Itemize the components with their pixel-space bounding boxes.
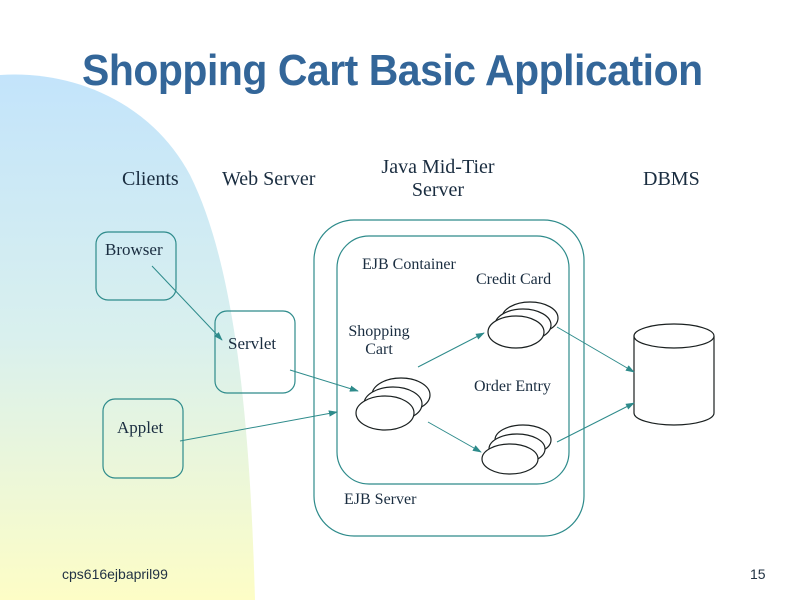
shopping-cart-bean-stack	[355, 377, 431, 431]
footer-text: cps616ejbapril99	[62, 566, 168, 582]
header-java-mid-tier-server: Java Mid-Tier Server	[381, 156, 495, 201]
header-dbms: DBMS	[643, 168, 700, 190]
slide-title: Shopping Cart Basic Application	[82, 46, 703, 95]
arrow-cart-to-credit-card	[417, 332, 485, 368]
header-web-server: Web Server	[222, 168, 316, 190]
header-clients: Clients	[122, 168, 179, 190]
order-entry-bean-stack	[481, 424, 552, 475]
dbms-cylinder-icon	[633, 323, 715, 426]
browser-box	[95, 231, 177, 301]
ejb-container-box	[336, 235, 570, 485]
ejb-server-box	[313, 219, 585, 537]
applet-label: Applet	[117, 418, 164, 437]
shopping-cart-label: Shopping Cart	[348, 323, 410, 359]
credit-card-label: Credit Card	[476, 271, 552, 288]
ejb-server-label: EJB Server	[344, 491, 417, 508]
credit-card-bean-stack	[487, 301, 559, 349]
arrow-credit-card-to-dbms	[556, 326, 635, 373]
background-swoosh	[0, 74, 255, 600]
arrow-order-entry-to-dbms	[556, 402, 635, 443]
page-number: 15	[750, 566, 766, 582]
arrow-servlet-to-shopping-cart	[289, 369, 359, 392]
servlet-box	[214, 310, 296, 394]
servlet-label: Servlet	[228, 334, 277, 353]
arrow-browser-to-servlet	[151, 265, 223, 341]
order-entry-label: Order Entry	[474, 378, 551, 395]
browser-label: Browser	[105, 240, 163, 259]
applet-box	[102, 398, 184, 479]
arrow-applet-to-shopping-cart	[179, 410, 338, 442]
ejb-container-label: EJB Container	[362, 256, 456, 273]
arrow-cart-to-order-entry	[427, 421, 482, 453]
